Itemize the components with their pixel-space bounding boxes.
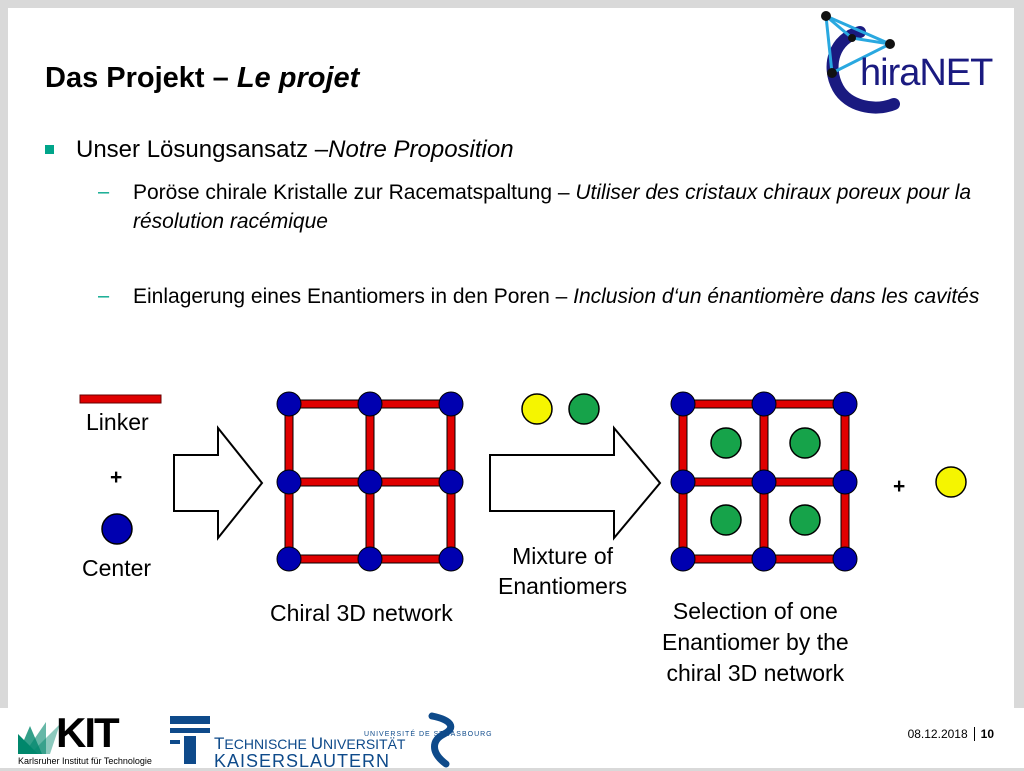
- plus-sign: +: [110, 466, 123, 489]
- network-label: Chiral 3D network: [270, 600, 453, 626]
- chiranet-logo-icon: [821, 11, 900, 114]
- strasbourg-name: UNIVERSITÉ DE STRASBOURG: [364, 731, 493, 738]
- slide: [8, 8, 1014, 708]
- plus-sign: +: [893, 475, 906, 498]
- center-node: [101, 513, 133, 545]
- square-bullet-icon: [45, 145, 54, 154]
- tu-kaiserslautern-name: TECHNISCHE UNIVERSITÄT KAISERSLAUTERN: [214, 734, 406, 771]
- linker-label: Linker: [86, 409, 149, 435]
- process-diagram: [79, 391, 967, 572]
- released-yellow-enantiomer: [935, 466, 967, 498]
- network-nodes: [276, 391, 464, 572]
- arrow-right-icon: [173, 425, 264, 541]
- strasbourg-logo-icon: [428, 712, 455, 768]
- yellow-enantiomer: [521, 393, 553, 425]
- included-green-enantiomers: [710, 427, 821, 536]
- tu-kaiserslautern-logo-icon: [170, 716, 210, 764]
- page-title: Das Projekt – Le projet: [45, 62, 360, 94]
- center-label: Center: [82, 555, 152, 581]
- kit-logo-icon: [18, 722, 60, 754]
- bullet-solution: Unser Lösungsansatz – Notre Proposition: [45, 136, 514, 164]
- dash-bullet-icon: –: [98, 181, 110, 203]
- kit-institute-name: Karlsruher Institut für Technologie: [18, 756, 152, 766]
- green-enantiomer: [568, 393, 600, 425]
- dash-bullet-icon: –: [98, 285, 110, 307]
- footer: [0, 708, 1024, 768]
- linker-bar: [79, 394, 162, 404]
- arrow-right-icon: [489, 425, 662, 541]
- chiranet-logo-text: hiraNET: [860, 52, 993, 94]
- kit-logo-text: KIT: [56, 709, 120, 756]
- network-nodes: [670, 391, 858, 572]
